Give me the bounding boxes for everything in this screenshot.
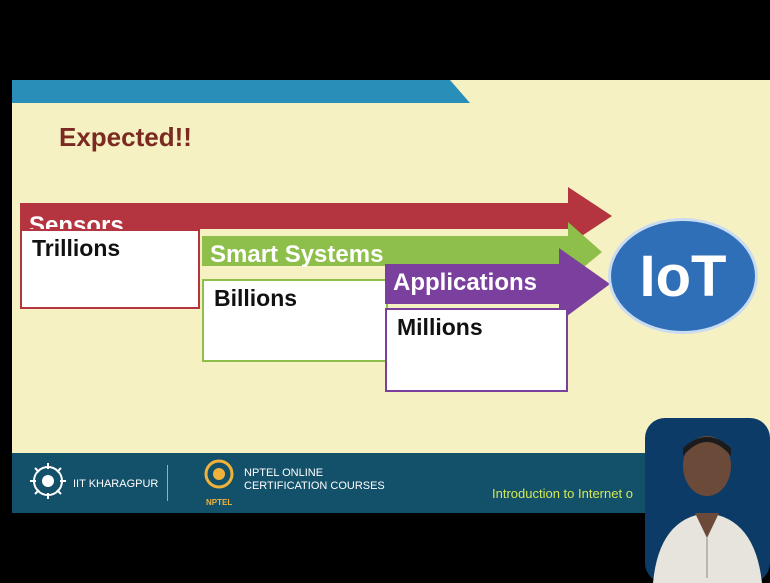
applications-arrow: [385, 248, 610, 322]
nptel-logo-text: NPTEL: [206, 498, 233, 507]
presenter-video: [645, 418, 770, 583]
smart-systems-count: Billions: [202, 279, 388, 362]
institute-name: IIT KHARAGPUR: [73, 478, 159, 490]
footer-divider: [167, 465, 168, 501]
sensors-count: Trillions: [20, 229, 200, 309]
applications-count: Millions: [385, 308, 568, 392]
nptel-logo-icon: [204, 459, 234, 489]
nptel-line-1: NPTEL ONLINE: [244, 467, 324, 479]
applications-label: Applications: [393, 269, 538, 296]
iit-emblem-icon: [30, 463, 66, 499]
slide-title: Expected!!: [59, 122, 192, 152]
slide: Expected!! Sensors Trillions Smart Syste…: [12, 80, 770, 513]
course-title: Introduction to Internet o: [492, 486, 633, 501]
footer-bar: IIT KHARAGPUR NPTEL NPTEL ONLINE CERTIFI…: [12, 453, 770, 513]
nptel-line-2: CERTIFICATION COURSES: [244, 480, 385, 492]
slide-top-band: [12, 80, 470, 103]
smart-systems-label: Smart Systems: [210, 241, 384, 268]
iot-circle: IoT: [608, 218, 758, 334]
